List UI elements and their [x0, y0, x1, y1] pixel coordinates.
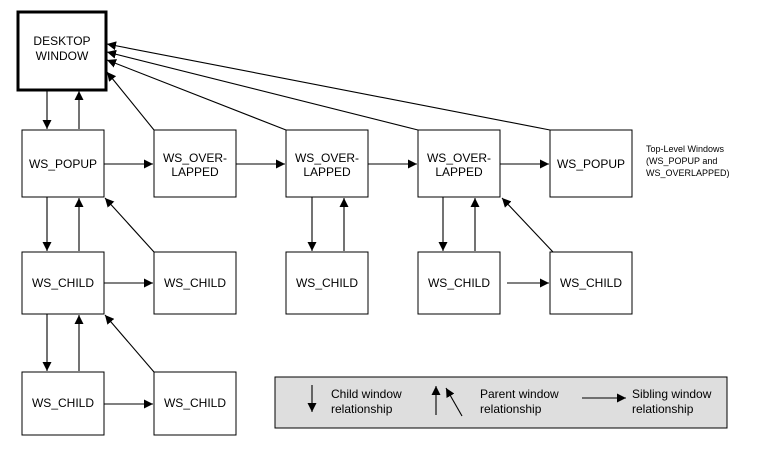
ws-child-node-r2-d: WS_CHILD — [417, 251, 501, 315]
ws-child-node-r2-e: WS_CHILD — [549, 251, 633, 315]
top-level-windows-note: Top-Level Windows (WS_POPUP and WS_OVERL… — [646, 144, 730, 178]
note-line2: (WS_POPUP and — [646, 156, 717, 166]
parent-arrow-overlapped1-to-desktop — [106, 71, 155, 131]
ws-overlapped-3-label-line2: LAPPED — [435, 165, 483, 179]
parent-arrow-popup-right-to-desktop — [106, 41, 551, 131]
ws-child-label: WS_CHILD — [428, 276, 490, 290]
parent-arrow-overlapped3-to-desktop — [106, 49, 419, 131]
ws-child-label: WS_CHILD — [164, 276, 226, 290]
ws-overlapped-2-label-line2: LAPPED — [303, 165, 351, 179]
ws-popup-node-right: WS_POPUP — [549, 129, 633, 198]
legend-parent-label-line2: relationship — [480, 402, 542, 416]
parent-arrow-child-r3b-to-child-r2 — [104, 314, 155, 373]
desktop-window-node: DESKTOP WINDOW — [16, 10, 108, 92]
ws-child-node-r2-a: WS_CHILD — [21, 251, 105, 315]
ws-child-node-r2-b: WS_CHILD — [153, 251, 237, 315]
ws-child-label: WS_CHILD — [32, 276, 94, 290]
ws-child-node-r2-c: WS_CHILD — [285, 251, 369, 315]
ws-overlapped-node-3: WS_OVER- LAPPED — [417, 129, 501, 198]
desktop-window-label-line2: WINDOW — [36, 49, 89, 63]
legend-child-label-line2: relationship — [331, 402, 393, 416]
parent-arrow-child-r2e-to-overlapped3 — [501, 197, 554, 253]
ws-popup-node-top: WS_POPUP — [21, 129, 105, 198]
ws-overlapped-3-label-line1: WS_OVER- — [427, 151, 491, 165]
ws-child-node-r3-b: WS_CHILD — [153, 371, 237, 436]
ws-child-node-r3-a: WS_CHILD — [21, 371, 105, 436]
ws-popup-right-label: WS_POPUP — [557, 157, 625, 171]
ws-child-label: WS_CHILD — [164, 396, 226, 410]
ws-overlapped-2-label-line1: WS_OVER- — [295, 151, 359, 165]
legend-sibling-label-line1: Sibling window — [632, 387, 712, 401]
ws-overlapped-node-2: WS_OVER- LAPPED — [285, 129, 369, 198]
parent-arrow-overlapped2-to-desktop — [106, 59, 287, 131]
legend-parent-label-line1: Parent window — [480, 387, 559, 401]
ws-child-label: WS_CHILD — [296, 276, 358, 290]
ws-overlapped-1-label-line1: WS_OVER- — [163, 151, 227, 165]
desktop-window-label-line1: DESKTOP — [33, 34, 90, 48]
legend: Child window relationship Parent window … — [274, 376, 728, 429]
ws-popup-label: WS_POPUP — [29, 157, 97, 171]
legend-sibling-label-line2: relationship — [632, 402, 694, 416]
legend-parent-arrow-icon-diagonal — [445, 387, 463, 417]
note-line3: WS_OVERLAPPED) — [646, 168, 730, 178]
ws-child-label: WS_CHILD — [32, 396, 94, 410]
ws-overlapped-1-label-line2: LAPPED — [171, 165, 219, 179]
ws-overlapped-node-1: WS_OVER- LAPPED — [153, 129, 237, 198]
legend-child-label-line1: Child window — [331, 387, 402, 401]
parent-arrow-child-r2b-to-popup — [104, 197, 155, 253]
note-line1: Top-Level Windows — [646, 144, 725, 154]
ws-child-label: WS_CHILD — [560, 276, 622, 290]
